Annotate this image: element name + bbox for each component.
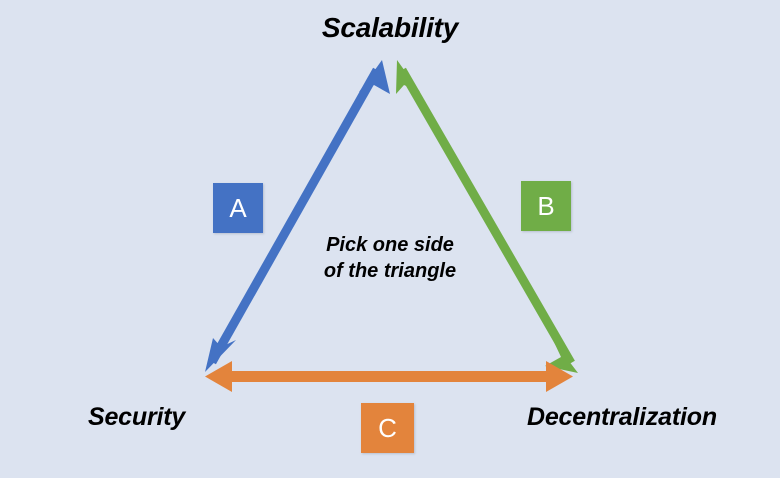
center-instruction-line-2: of the triangle — [323, 260, 457, 283]
side-label-box-c: C — [361, 403, 414, 453]
vertex-label-decentralization: Decentralization — [527, 403, 717, 431]
arrow-side-b — [396, 60, 578, 373]
vertex-label-scalability: Scalability — [321, 12, 459, 43]
side-label-box-a: A — [213, 183, 263, 233]
side-label-box-b: B — [521, 181, 571, 231]
arrow-side-a — [205, 60, 390, 372]
vertex-label-security: Security — [88, 403, 186, 431]
center-instruction-line-1: Pick one side — [326, 234, 454, 256]
arrow-side-c — [205, 361, 573, 392]
center-instruction-text: Pick one side of the triangle — [290, 232, 490, 285]
